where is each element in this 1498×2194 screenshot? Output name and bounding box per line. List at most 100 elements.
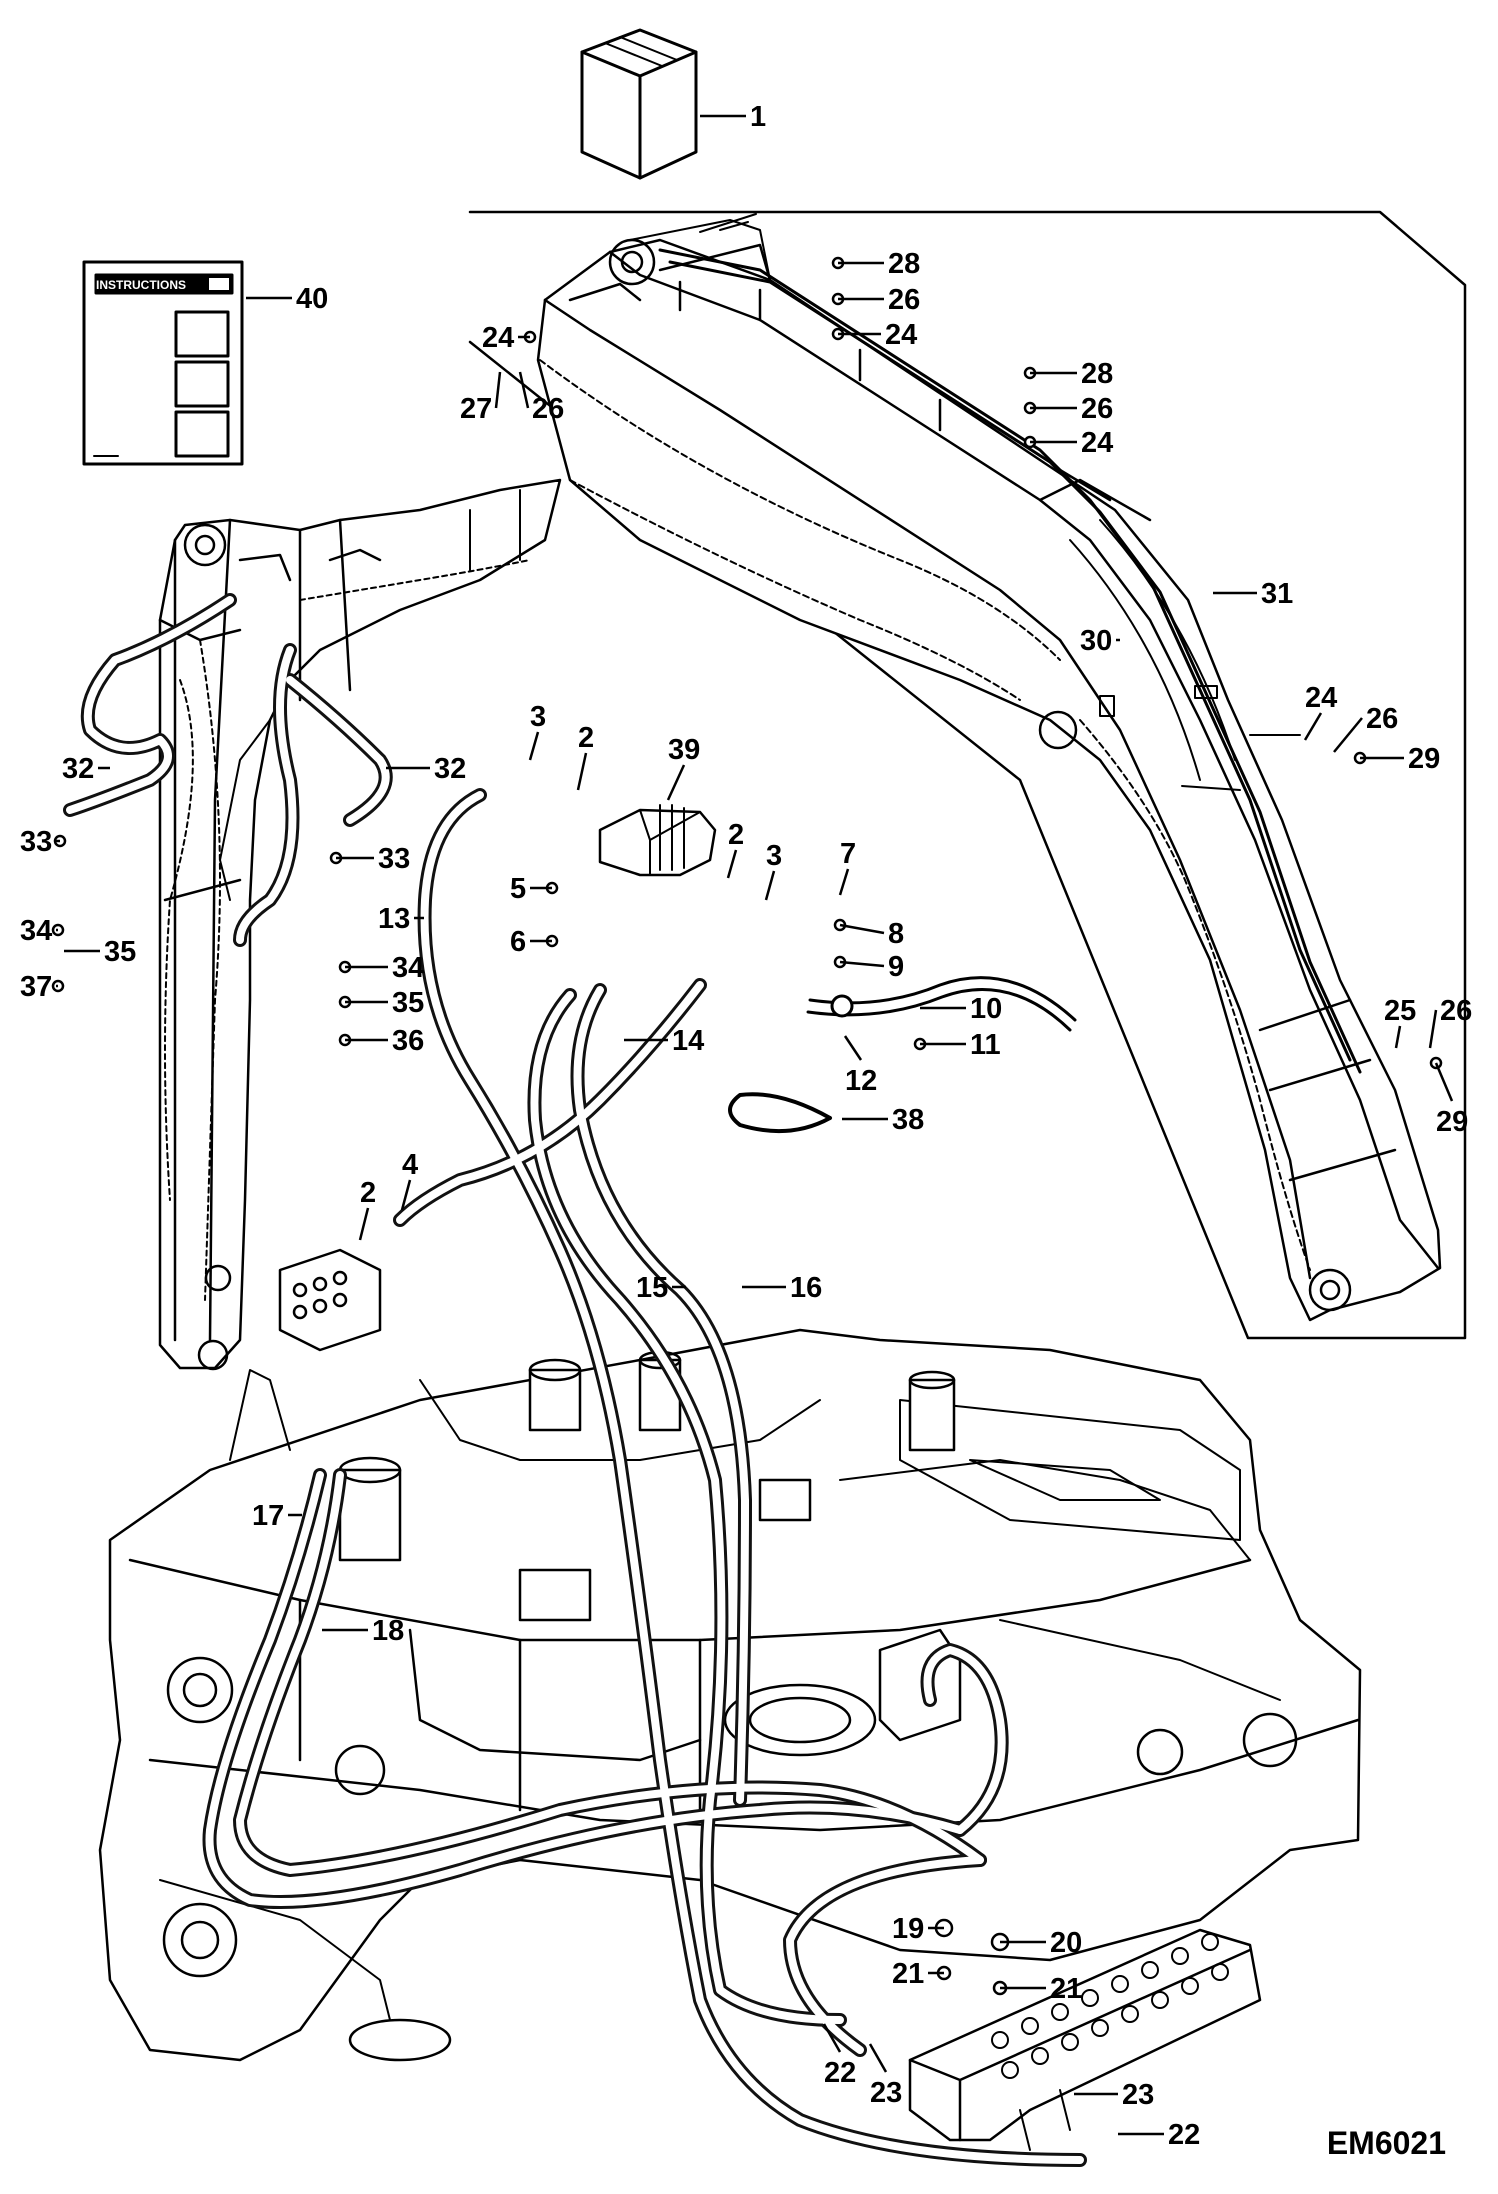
callout-number: 35 <box>104 936 136 968</box>
callout-number: 33 <box>20 826 52 858</box>
callout-number: 27 <box>460 393 492 425</box>
callout-number: 4 <box>402 1149 418 1181</box>
callout-c29a: 29 <box>1360 743 1440 775</box>
callout-number: 2 <box>578 722 594 754</box>
callout-number: 20 <box>1050 1927 1082 1959</box>
leader-line <box>1428 1009 1438 1049</box>
callout-number: 3 <box>530 701 546 733</box>
callout-number: 28 <box>888 248 920 280</box>
callout-number: 33 <box>378 843 410 875</box>
callout-c24b: 24 <box>482 322 530 354</box>
callout-c9: 9 <box>839 951 904 983</box>
callout-c32a: 32 <box>62 753 110 785</box>
callout-c20: 20 <box>1000 1927 1082 1959</box>
leader-line <box>764 870 776 901</box>
callout-number: 34 <box>392 952 424 984</box>
callout-c36: 36 <box>345 1025 424 1057</box>
callout-number: 34 <box>20 915 52 947</box>
callout-c39: 39 <box>666 734 700 801</box>
leader-line <box>528 731 540 761</box>
leader-line <box>1303 712 1323 741</box>
callout-c23b: 23 <box>1074 2079 1154 2111</box>
callout-number: 32 <box>62 753 94 785</box>
callout-c17: 17 <box>252 1500 302 1532</box>
callout-c15: 15 <box>636 1272 686 1304</box>
leader-line <box>1333 717 1363 753</box>
callout-c25: 25 <box>1384 995 1416 1049</box>
callout-c31: 31 <box>1213 578 1293 610</box>
callout-number: 30 <box>1080 625 1112 657</box>
callout-c28a: 28 <box>838 248 920 280</box>
leader-line <box>839 923 885 935</box>
callout-number: 22 <box>1168 2119 1200 2151</box>
callout-number: 26 <box>1366 703 1398 735</box>
callout-number: 2 <box>728 819 744 851</box>
callout-number: 7 <box>840 838 856 870</box>
callout-c33b: 33 <box>336 843 410 875</box>
instructions-booklet-icon <box>82 260 244 466</box>
callout-number: 19 <box>892 1913 924 1945</box>
callout-number: 23 <box>1122 2079 1154 2111</box>
callout-c22a: 22 <box>822 2023 856 2089</box>
hose-loop-38 <box>728 1092 832 1134</box>
callout-number: 13 <box>378 903 410 935</box>
boom-tubes <box>658 248 1362 1074</box>
callout-number: 32 <box>434 753 466 785</box>
leader-line <box>838 868 850 896</box>
callout-number: 38 <box>892 1104 924 1136</box>
callout-c11: 11 <box>920 1029 1001 1061</box>
callout-c19: 19 <box>892 1913 944 1945</box>
callout-c7: 7 <box>838 838 856 896</box>
leader-line <box>1394 1025 1402 1049</box>
leader-line <box>868 2043 888 2073</box>
callout-c28b: 28 <box>1030 358 1113 390</box>
callout-number: 10 <box>970 993 1002 1025</box>
callout-c34b: 34 <box>345 952 424 984</box>
callout-c24c: 24 <box>1030 427 1113 459</box>
diverter-valve-drawing <box>598 804 717 877</box>
callout-number: 26 <box>888 284 920 316</box>
leader-line <box>726 849 738 879</box>
callout-number: 6 <box>510 926 526 958</box>
leader-line <box>822 2023 842 2053</box>
callout-c27: 27 <box>460 371 502 425</box>
leader-line <box>839 960 885 968</box>
callout-number: 24 <box>1305 682 1337 714</box>
leader-line <box>1434 1062 1454 1102</box>
callout-c21b: 21 <box>1000 1973 1082 2005</box>
callout-number: 35 <box>392 987 424 1019</box>
callout-number: 24 <box>482 322 514 354</box>
callout-c40: 40 <box>246 283 328 315</box>
callout-number: 24 <box>1081 427 1113 459</box>
callout-c3a: 3 <box>528 701 546 761</box>
callout-c5: 5 <box>510 873 552 905</box>
leader-line <box>666 764 686 801</box>
callout-number: 21 <box>892 1958 924 1990</box>
control-valve-drawing <box>908 1928 1262 2151</box>
boom-arm-drawing <box>536 213 1442 1322</box>
callout-number: 21 <box>1050 1973 1082 2005</box>
callout-c24d: 24 <box>1303 682 1337 741</box>
callout-number: 3 <box>766 840 782 872</box>
callout-number: 37 <box>20 971 52 1003</box>
callout-c24a: 24 <box>838 319 917 351</box>
callout-c21a: 21 <box>892 1958 944 1990</box>
callout-c14: 14 <box>624 1025 704 1057</box>
drawing-reference-code: EM6021 <box>1326 2125 1446 2161</box>
callout-c13: 13 <box>378 903 424 935</box>
callout-c35b: 35 <box>345 987 424 1019</box>
auxiliary-valve-block-drawing <box>278 1248 962 1742</box>
fittings <box>51 256 1443 1996</box>
callout-c33a: 33 <box>20 826 60 858</box>
callout-number: 23 <box>870 2077 902 2109</box>
callout-number: 25 <box>1384 995 1416 1027</box>
callout-number: 14 <box>672 1025 704 1057</box>
kit-box-icon <box>580 28 698 180</box>
callout-c26c: 26 <box>1030 393 1113 425</box>
callout-c23a: 23 <box>868 2043 902 2109</box>
callout-c37: 37 <box>20 971 58 1003</box>
leader-line <box>494 371 502 409</box>
callout-number: 17 <box>252 1500 284 1532</box>
